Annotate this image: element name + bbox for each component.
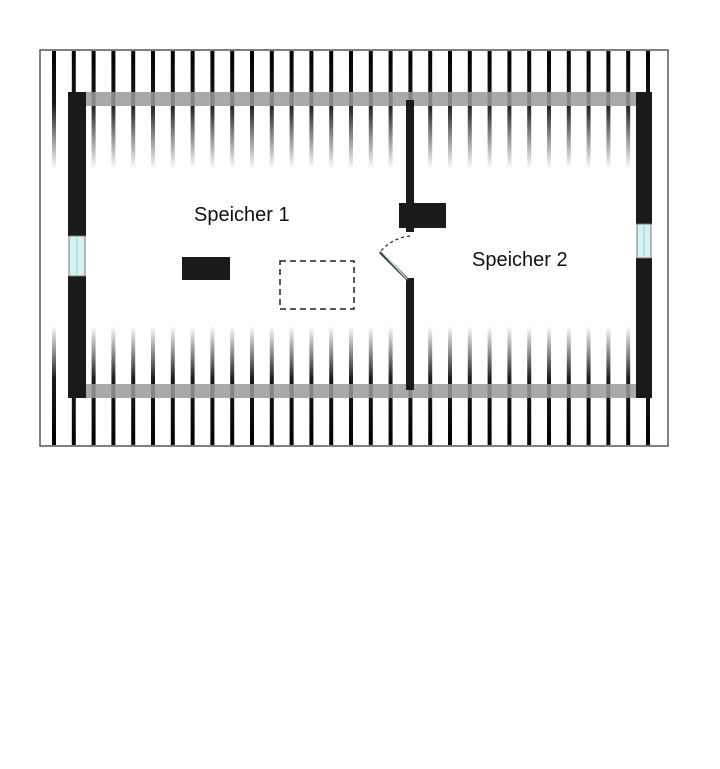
wall-left-lower: [68, 276, 86, 398]
wall-middle-lower: [406, 278, 414, 390]
rafter-stripe: [606, 51, 611, 169]
rafter-stripe: [527, 51, 532, 169]
rafter-stripe: [91, 51, 96, 169]
wall-top: [68, 92, 652, 106]
room-label-speicher-2: Speicher 2: [472, 249, 568, 271]
roof-hatch-dashed: [279, 260, 355, 310]
wall-left-upper: [68, 92, 86, 236]
rafter-stripe: [507, 51, 512, 169]
room-label-speicher-1: Speicher 1: [194, 204, 290, 226]
rafter-stripe: [329, 51, 334, 169]
rafter-stripe: [170, 51, 175, 169]
wall-bottom: [68, 384, 652, 398]
rafter-stripe: [566, 51, 571, 169]
rafter-stripe: [309, 51, 314, 169]
rafters-top: [52, 51, 650, 169]
rafter-stripe: [52, 326, 56, 445]
rafter-stripe: [368, 51, 373, 169]
rafter-stripe: [448, 51, 452, 169]
rafter-stripe: [52, 51, 56, 169]
rafter-stripe: [250, 51, 254, 169]
rafter-stripe: [111, 51, 116, 169]
wall-middle-upper: [406, 100, 414, 232]
window-icon: [636, 223, 652, 259]
rafter-stripe: [151, 51, 155, 169]
rafter-stripe: [626, 51, 631, 169]
wall-right-lower: [636, 258, 652, 398]
chimney-block: [182, 257, 230, 280]
rafter-stripe: [388, 51, 393, 169]
rafter-stripe: [210, 51, 215, 169]
rafter-stripe: [131, 51, 136, 169]
rafter-stripe: [349, 51, 353, 169]
chimney-block: [399, 203, 446, 228]
rafter-stripe: [428, 51, 433, 169]
wall-right-upper: [636, 92, 652, 224]
rafter-stripe: [487, 51, 492, 169]
rafter-stripe: [547, 51, 551, 169]
rafter-stripe: [586, 51, 591, 169]
door-swing-icon: [378, 235, 411, 282]
rafter-stripe: [289, 51, 294, 169]
rafter-stripe: [230, 51, 235, 169]
rafter-stripe: [190, 51, 195, 169]
rafter-stripe: [269, 51, 274, 169]
rafter-stripe: [467, 51, 472, 169]
roof-outline: [39, 49, 669, 447]
window-icon: [68, 235, 86, 277]
